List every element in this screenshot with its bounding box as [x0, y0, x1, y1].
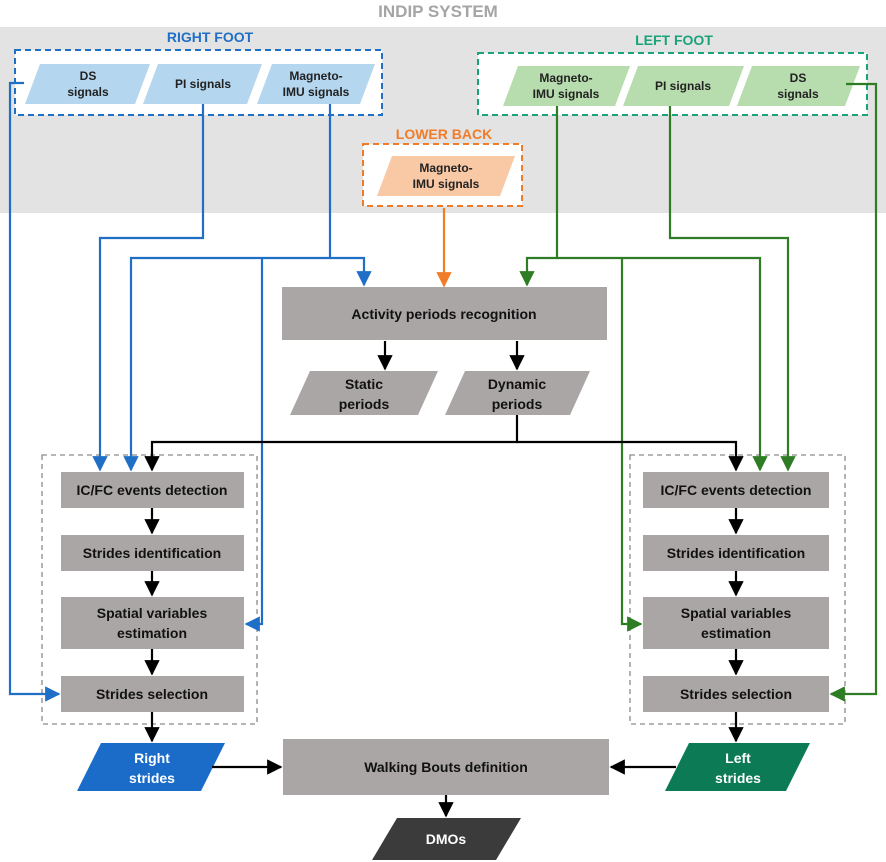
- rf-mimu-signal: [257, 64, 375, 104]
- rf-ds-to-selection-arrow: [8, 81, 61, 702]
- rf-mimu-to-spatial-arrow: [244, 258, 264, 632]
- lf-mimu-label: Magneto-IMU signals: [533, 71, 600, 101]
- rf-mimu-to-activity-arrow: [330, 256, 372, 287]
- lf-mimu-to-activity-arrow: [519, 256, 557, 287]
- static-periods-shape: [290, 371, 438, 415]
- rf-mimu-trunk: [123, 104, 332, 472]
- lf-pi-signal: [623, 66, 744, 106]
- left-strides-id-label: Strides identification: [667, 545, 805, 561]
- lf-mimu-trunk: [555, 106, 768, 472]
- lf-ds-signal: [737, 66, 860, 106]
- left-spatial-box: [643, 597, 829, 649]
- lf-mimu-signal: [503, 66, 630, 106]
- left-foot-title: LEFT FOOT: [635, 32, 713, 48]
- lower-back-title: LOWER BACK: [396, 126, 492, 142]
- lf-ds-to-selection-arrow: [829, 82, 878, 702]
- left-strides-id-box: [643, 535, 829, 571]
- connectors: [8, 81, 878, 818]
- walking-bouts-box: [283, 739, 609, 795]
- activity-periods-label: Activity periods recognition: [351, 306, 536, 322]
- dynamic-split-line: [144, 415, 519, 472]
- right-foot-title: RIGHT FOOT: [167, 29, 254, 45]
- right-strides-sel-box: [61, 676, 244, 712]
- rf-pi-label: PI signals: [175, 77, 231, 91]
- left-strides-sel-box: [643, 676, 829, 712]
- rf-mimu-label: Magneto-IMU signals: [283, 69, 350, 99]
- left-ic-fc-label: IC/FC events detection: [661, 482, 812, 498]
- dynamic-to-left-arrow: [517, 440, 744, 472]
- dynamic-periods-shape: [445, 371, 590, 415]
- dmos-label: DMOs: [426, 831, 467, 847]
- rf-ds-signal: [25, 64, 150, 104]
- rf-pi-to-icfc-arrow: [92, 104, 205, 472]
- right-strides-id-label: Strides identification: [83, 545, 221, 561]
- lf-pi-label: PI signals: [655, 79, 711, 93]
- right-strides-sel-label: Strides selection: [96, 686, 208, 702]
- left-ic-fc-box: [643, 472, 829, 508]
- lb-mimu-signal: [377, 156, 515, 196]
- rf-pi-signal: [143, 64, 262, 104]
- walking-bouts-label: Walking Bouts definition: [364, 759, 528, 775]
- lf-pi-to-icfc-arrow: [668, 106, 796, 472]
- right-ic-fc-label: IC/FC events detection: [77, 482, 228, 498]
- right-strides-id-box: [61, 535, 244, 571]
- left-strides-shape: [665, 743, 810, 791]
- activity-periods-box: [282, 287, 607, 340]
- lf-mimu-to-spatial-arrow: [620, 258, 643, 632]
- right-strides-shape: [77, 743, 225, 791]
- right-spatial-box: [61, 597, 244, 649]
- dmos-shape: [372, 818, 521, 860]
- right-ic-fc-box: [61, 472, 244, 508]
- left-strides-sel-label: Strides selection: [680, 686, 792, 702]
- lb-mimu-label: Magneto-IMU signals: [413, 161, 480, 191]
- indip-system-title: INDIP SYSTEM: [378, 2, 498, 21]
